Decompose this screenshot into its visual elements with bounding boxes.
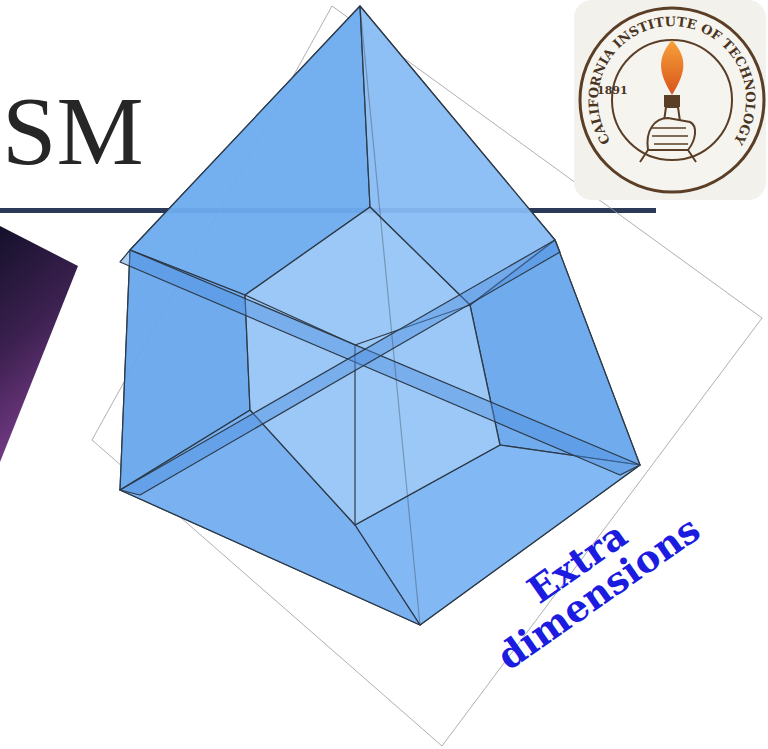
seal-year: 1891 xyxy=(597,84,628,97)
seal-ring-text: CALIFORNIA INSTITUTE OF TECHNOLOGY xyxy=(586,14,758,148)
decor-triangle xyxy=(0,226,78,462)
tesseract xyxy=(120,6,640,625)
slide-title: SM xyxy=(2,78,144,186)
caltech-seal xyxy=(574,0,766,200)
